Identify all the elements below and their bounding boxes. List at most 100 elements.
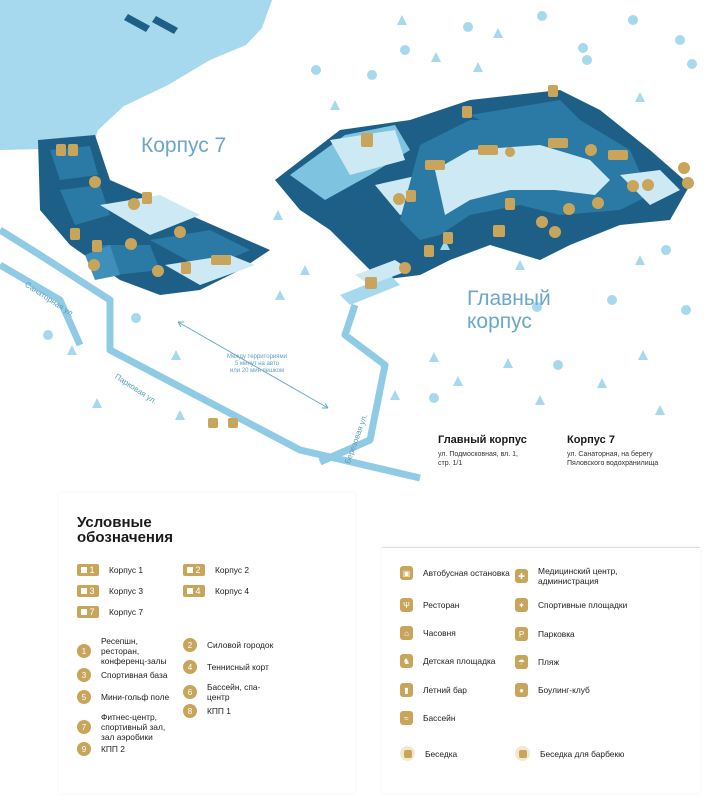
legend-label: Бассейн, спа-центр [207, 682, 261, 702]
restaurant-icon: Ψ [400, 598, 413, 612]
trees [43, 11, 697, 420]
legend-label: Спортивная база [101, 670, 168, 680]
number-badge: 4 [183, 660, 197, 674]
medical-icon: ✚ [515, 569, 528, 583]
boat-icon [152, 16, 178, 34]
building-badge: 3 [77, 585, 99, 597]
legend-item-3: 3 Спортивная база [77, 668, 177, 682]
number-badge: 8 [183, 704, 197, 718]
number-badge: 1 [77, 644, 91, 658]
bus-icon: ▣ [400, 566, 413, 580]
legend-label: Беседка [425, 748, 458, 759]
legend-label: Корпус 4 [215, 586, 249, 596]
legend-bowling: ● Боулинг-клуб [515, 683, 640, 697]
legend-bbq: Беседка для барбекю [515, 746, 640, 761]
legend-building-1: 1 Корпус 1 [77, 564, 143, 576]
building-badge: 7 [77, 606, 99, 618]
legend-bus: ▣ Автобусная остановка [400, 566, 510, 580]
legend-item-1: 1 Ресепшн, ресторан, конференц-залы [77, 636, 177, 666]
legend-label: Фитнес-центр, спортивный зал, зал аэроби… [101, 712, 166, 742]
address-line: стр. 1/1 [438, 460, 463, 467]
parking-icon: P [515, 627, 528, 641]
legend-label: Детская площадка [423, 656, 496, 666]
main-territory[interactable] [275, 90, 690, 305]
legend-pool: ≈ Бассейн [400, 711, 510, 725]
legend-label: Корпус 1 [109, 565, 143, 575]
address-title: Корпус 7 [567, 434, 615, 446]
transfer-note-line: 5 минут на авто [235, 361, 279, 367]
bbq-gazebo-icon [515, 746, 530, 761]
bar-icon: ▮ [400, 683, 413, 697]
legend-label: Боулинг-клуб [538, 685, 590, 695]
legend-medical: ✚ Медицинский центр, администрация [515, 566, 640, 586]
legend-chapel: ⌂Часовня [400, 626, 510, 640]
pool-icon: ≈ [400, 711, 413, 725]
legend-label: Ресторан [423, 600, 460, 610]
legend-divider [382, 547, 700, 548]
legend-label: Бассейн [423, 713, 456, 723]
legend-item-8: 8 КПП 1 [183, 704, 293, 718]
legend-label: КПП 2 [101, 744, 125, 754]
number-badge: 6 [183, 685, 197, 699]
legend-label: Пляж [538, 657, 560, 667]
playground-icon: ♞ [400, 654, 413, 668]
legend-building-4: 4 Корпус 4 [183, 585, 249, 597]
building-badge: 2 [183, 564, 205, 576]
beach-icon: ☂ [515, 655, 528, 669]
roads [0, 227, 421, 482]
transfer-note-line: или 20 мин пешком [229, 368, 285, 374]
legend-right-card [382, 547, 700, 793]
building-badge: 1 [77, 564, 99, 576]
legend-beach: ☂ Пляж [515, 655, 640, 669]
legend-bar: ▮Летний бар [400, 683, 510, 697]
number-badge: 7 [77, 720, 91, 734]
boat-icon [124, 14, 150, 32]
legend-building-3: 3 Корпус 3 [77, 585, 143, 597]
number-badge: 2 [183, 638, 197, 652]
map-canvas [0, 0, 697, 482]
legend-playground: ♞ Детская площадка [400, 654, 510, 668]
legend-label: Корпус 2 [215, 565, 249, 575]
legend-item-5: 5 Мини-гольф поле [77, 690, 187, 704]
building-badge: 4 [183, 585, 205, 597]
legend-label: Корпус 7 [109, 607, 143, 617]
reservoir-water [0, 0, 272, 150]
address-title: Главный корпус [438, 434, 527, 446]
address-line: Пяловского водохранилища [567, 460, 659, 467]
legend-label: Автобусная остановка [423, 568, 510, 578]
legend-left-card [59, 493, 355, 793]
number-badge: 3 [77, 668, 91, 682]
legend-label: КПП 1 [207, 706, 231, 716]
legend-label: Беседка для барбекю [540, 748, 625, 759]
legend-label: Ресепшн, ресторан, конференц-залы [101, 636, 167, 666]
legend-sports: ✦ Спортивные площадки [515, 598, 640, 612]
legend-label: Корпус 3 [109, 586, 143, 596]
address-line: ул. Подмосковная, вл. 1, [438, 451, 518, 458]
transfer-note: Между территориями 5 минут на авто или 2… [222, 354, 292, 375]
legend-label: Медицинский центр, администрация [538, 566, 618, 586]
transfer-note-line: Между территориями [227, 354, 287, 360]
legend-title-line2: обозначения [77, 529, 173, 546]
territory-map[interactable]: Корпус 7 Главный корпус Санаторная ул. П… [0, 0, 717, 488]
sports-icon: ✦ [515, 598, 528, 612]
map-markers[interactable] [56, 85, 694, 289]
legend-label: Мини-гольф поле [101, 692, 170, 702]
legend-label: Теннисный корт [207, 662, 269, 672]
number-badge: 5 [77, 690, 91, 704]
legend-label: Силовой городок [207, 640, 274, 650]
legend-building-2: 2 Корпус 2 [183, 564, 249, 576]
legend-item-7: 7 Фитнес-центр, спортивный зал, зал аэроб… [77, 712, 177, 742]
bowling-icon: ● [515, 683, 528, 697]
bbq-marker [228, 418, 238, 428]
transfer-arrow [177, 321, 329, 409]
gazebo-icon [400, 746, 415, 761]
main-building-label-line2: корпус [467, 310, 532, 333]
legend-item-2: 2 Силовой городок [183, 638, 313, 652]
legend-gazebo: Беседка [400, 746, 510, 761]
chapel-icon: ⌂ [400, 626, 413, 640]
legend-building-7: 7 Корпус 7 [77, 606, 143, 618]
legend-item-4: 4 Теннисный корт [183, 660, 313, 674]
legend-label: Спортивные площадки [538, 600, 628, 610]
